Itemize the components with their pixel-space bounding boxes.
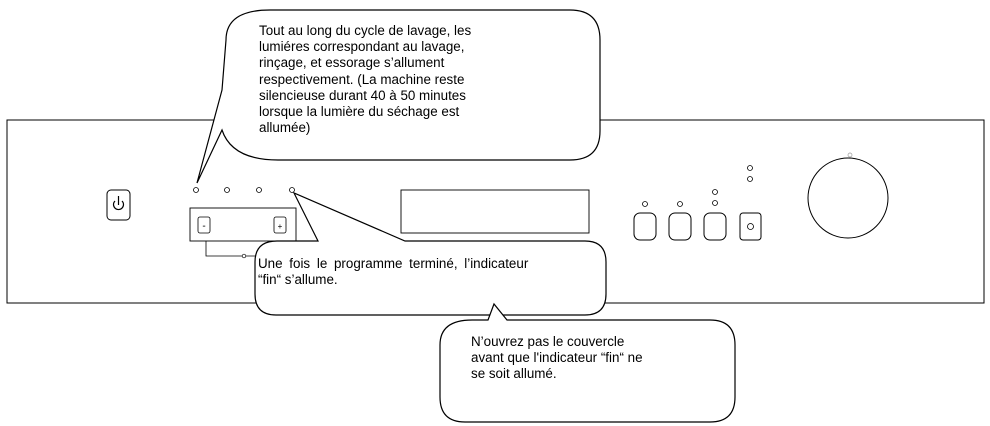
option-button-2[interactable] [668, 212, 692, 241]
minus-label: - [202, 221, 205, 232]
callout-text-lid-warning: N’ouvrez pas le couvercle avant que l'in… [471, 334, 643, 382]
option-light-4a [747, 165, 753, 171]
power-button[interactable] [106, 189, 131, 221]
indicator-light-spin [256, 187, 262, 193]
knob-marker [847, 152, 853, 158]
option-light-3b [712, 200, 718, 206]
power-icon [112, 196, 125, 211]
option-button-1[interactable] [633, 212, 657, 241]
indicator-light-dry [289, 187, 295, 193]
option-light-4b [747, 176, 753, 182]
end-indicator-light [241, 253, 247, 259]
plus-label: + [278, 222, 283, 231]
option-buttons [633, 165, 762, 241]
callout-text-end-indicator: Une fois le programme terminé, l’indicat… [258, 256, 529, 288]
cycle-indicator-lights [193, 187, 295, 193]
program-knob[interactable] [807, 152, 889, 239]
option-button-3[interactable] [703, 212, 727, 241]
minus-button[interactable]: - [197, 216, 211, 234]
callout-bubble-end-indicator [254, 191, 607, 316]
display-window [400, 189, 590, 234]
option-light-3a [712, 189, 718, 195]
option-light-1 [642, 201, 648, 207]
start-light [747, 223, 754, 230]
callout-bubble-cycle-lights [196, 9, 601, 184]
plus-button[interactable]: + [273, 216, 287, 234]
callout-text-cycle-lights: Tout au long du cycle de lavage, les lum… [259, 23, 472, 136]
indicator-light-rinse [224, 187, 230, 193]
callout-bubble-lid-warning [439, 302, 736, 423]
indicator-light-wash [193, 187, 199, 193]
start-button[interactable] [739, 212, 762, 241]
timer-adjust-panel: - + [189, 207, 297, 259]
option-light-2 [677, 201, 683, 207]
